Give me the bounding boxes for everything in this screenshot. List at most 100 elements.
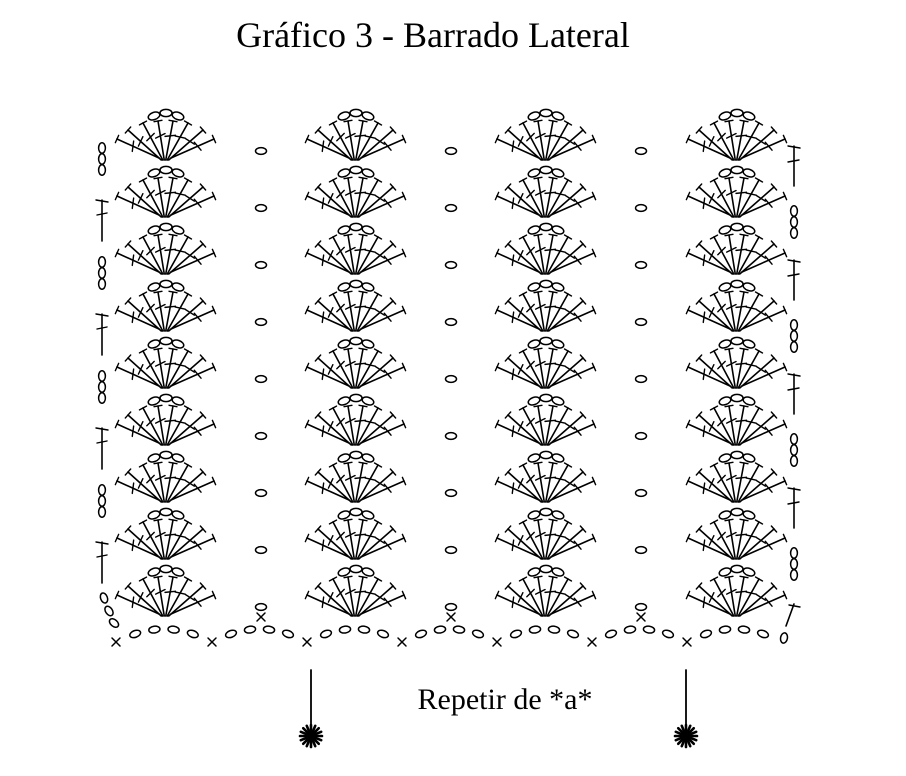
shell-stitch-icon xyxy=(304,564,407,617)
double-crochet-icon xyxy=(709,291,735,332)
chain-stitch-icon xyxy=(551,567,565,577)
chain-stitch-icon xyxy=(147,510,161,520)
chain-stitch-icon xyxy=(742,225,756,235)
double-crochet-icon xyxy=(164,575,178,617)
shell-stitch-icon xyxy=(304,108,407,161)
chain-stitch-icon xyxy=(159,450,173,460)
double-crochet-icon xyxy=(550,248,597,273)
double-crochet-icon xyxy=(153,575,166,617)
repeat-star-icon xyxy=(298,723,324,749)
double-crochet-icon xyxy=(153,290,166,332)
chain-stitch-icon xyxy=(551,453,565,463)
double-crochet-icon xyxy=(170,419,217,444)
chain-stitch-icon xyxy=(539,222,553,232)
shell-stitch-icon xyxy=(685,507,788,560)
double-crochet-icon xyxy=(494,419,540,444)
chain-stitch-icon xyxy=(147,453,161,463)
chain-stitch-icon xyxy=(718,396,732,406)
double-crochet-icon xyxy=(738,354,778,389)
chain-stitch-icon xyxy=(337,510,351,520)
chain-stitch-icon xyxy=(171,111,185,121)
chain-stitch-icon xyxy=(779,632,789,644)
double-crochet-icon xyxy=(357,468,397,503)
double-crochet-icon xyxy=(357,240,397,275)
shell-stitch-icon xyxy=(304,393,407,446)
double-crochet-icon xyxy=(167,468,207,503)
chain-stitch-icon xyxy=(527,567,541,577)
chain-stitch-icon xyxy=(262,625,276,634)
double-crochet-icon xyxy=(685,476,731,501)
double-crochet-icon xyxy=(153,347,166,389)
double-crochet-icon xyxy=(354,518,368,560)
double-crochet-icon xyxy=(735,461,749,503)
chain-stitch-icon xyxy=(147,225,161,235)
chain-stitch-icon xyxy=(97,506,107,518)
chain-stitch-icon xyxy=(789,216,799,228)
chain-stitch-icon xyxy=(551,168,565,178)
left-edge-turn xyxy=(97,256,107,290)
repeat-marker xyxy=(298,669,324,749)
double-crochet-icon xyxy=(164,233,178,275)
double-crochet-icon xyxy=(735,290,749,332)
chain-stitch-icon xyxy=(349,450,363,460)
double-crochet-icon xyxy=(153,119,166,161)
double-crochet-icon xyxy=(357,582,397,617)
double-crochet-icon xyxy=(343,290,356,332)
corner-chains-left xyxy=(99,592,120,628)
double-crochet-icon xyxy=(114,134,160,159)
chain-stitch-icon xyxy=(547,625,561,634)
double-crochet-icon xyxy=(138,576,164,617)
shell-stitch-icon xyxy=(494,450,597,503)
chain-stitch-icon xyxy=(97,495,107,507)
chain-stitch-icon xyxy=(337,225,351,235)
double-crochet-icon xyxy=(153,176,166,218)
chain-stitch-icon xyxy=(742,510,756,520)
double-crochet-icon xyxy=(738,582,778,617)
double-crochet-icon xyxy=(356,348,383,389)
double-crochet-icon xyxy=(533,575,546,617)
chain-stitch-icon xyxy=(349,279,363,289)
shell-stitch-icon xyxy=(114,279,217,332)
double-crochet-icon xyxy=(328,519,354,560)
double-crochet-icon xyxy=(547,582,587,617)
double-crochet-icon xyxy=(709,234,735,275)
single-crochet-icon xyxy=(682,637,692,647)
double-crochet-icon xyxy=(546,462,573,503)
double-crochet-icon xyxy=(737,348,764,389)
right-edge-turn xyxy=(789,319,799,353)
double-crochet-icon xyxy=(124,297,163,332)
chain-stitch-icon xyxy=(254,260,268,270)
double-crochet-icon xyxy=(124,468,163,503)
double-crochet-icon xyxy=(328,120,354,161)
right-edge-turn xyxy=(787,259,801,301)
chain-stitch-icon xyxy=(171,225,185,235)
chain-stitch-icon xyxy=(634,146,648,156)
chain-stitch-icon xyxy=(634,488,648,498)
double-crochet-icon xyxy=(518,120,544,161)
left-edge-turn xyxy=(95,199,109,242)
double-crochet-icon xyxy=(314,525,353,560)
chain-stitch-icon xyxy=(742,111,756,121)
double-crochet-icon xyxy=(138,291,164,332)
double-crochet-icon xyxy=(494,134,540,159)
double-crochet-icon xyxy=(741,362,788,387)
double-crochet-icon xyxy=(547,183,587,218)
chain-stitch-icon xyxy=(444,146,458,156)
chain-stitch-icon xyxy=(171,510,185,520)
double-crochet-icon xyxy=(544,290,558,332)
double-crochet-icon xyxy=(114,533,160,558)
double-crochet-icon xyxy=(724,575,737,617)
chain-stitch-icon xyxy=(254,545,268,555)
double-crochet-icon xyxy=(544,119,558,161)
repeat-marker xyxy=(673,669,699,749)
chain-stitch-icon xyxy=(730,336,744,346)
chain-stitch-icon xyxy=(159,222,173,232)
double-crochet-icon xyxy=(356,405,383,446)
double-crochet-icon xyxy=(518,462,544,503)
double-crochet-icon xyxy=(735,176,749,218)
double-crochet-icon xyxy=(170,476,217,501)
double-crochet-icon xyxy=(166,234,193,275)
double-crochet-icon xyxy=(343,119,356,161)
double-crochet-icon xyxy=(737,234,764,275)
